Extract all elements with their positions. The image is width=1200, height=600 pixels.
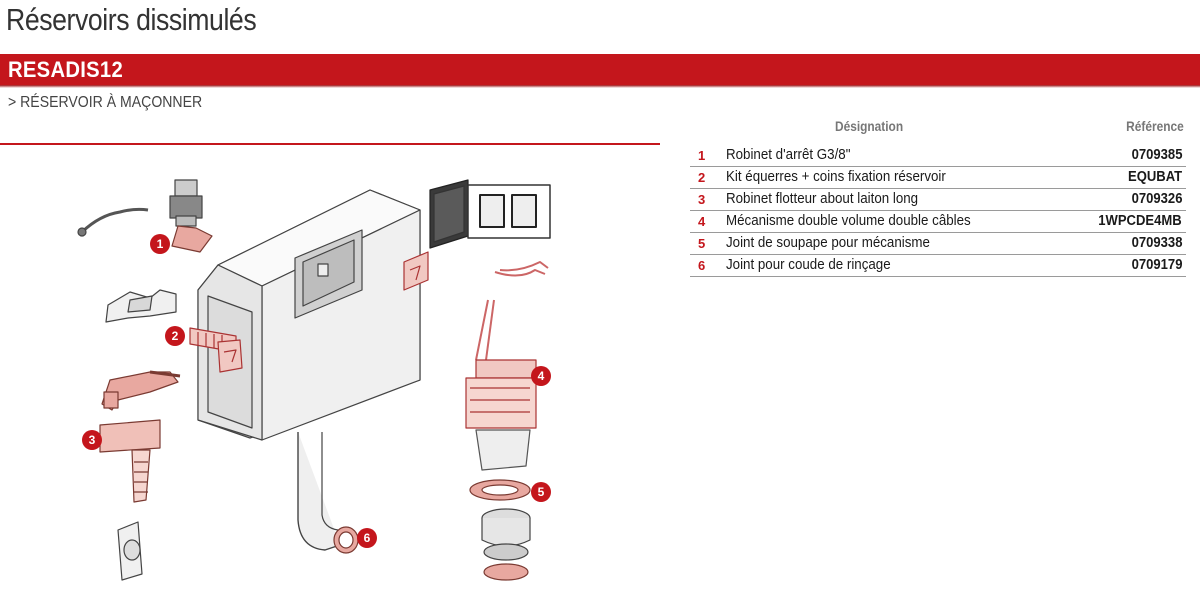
- part-number: 4: [698, 214, 706, 229]
- column-header-reference: Référence: [1126, 118, 1184, 134]
- flush-mechanism: [465, 261, 549, 471]
- part-reference: 0709179: [1131, 257, 1182, 273]
- right-bracket: [403, 251, 429, 291]
- part-reference: 0709385: [1131, 147, 1182, 163]
- svg-text:1: 1: [157, 237, 164, 251]
- callout-4: 4: [531, 366, 551, 386]
- part-designation: Robinet flotteur about laiton long: [726, 191, 919, 207]
- svg-text:4: 4: [538, 369, 545, 383]
- float-valve: [99, 370, 181, 503]
- part-designation: Kit équerres + coins fixation réservoir: [726, 169, 946, 185]
- callout-2: 2: [165, 326, 185, 346]
- table-row: 1 Robinet d'arrêt G3/8" 0709385: [690, 145, 1186, 167]
- page-title: Réservoirs dissimulés: [6, 2, 257, 37]
- table-row: 6 Joint pour coude de rinçage 0709179: [690, 255, 1186, 277]
- table-row: 2 Kit équerres + coins fixation réservoi…: [690, 167, 1186, 189]
- column-header-designation: Désignation: [835, 118, 904, 134]
- part-reference: 1WPCDE4MB: [1098, 213, 1182, 229]
- fixing-angle-kit: [189, 327, 243, 373]
- part-number: 2: [698, 170, 706, 185]
- mounting-clip: [105, 289, 177, 323]
- cistern-body: [197, 189, 421, 441]
- callout-3: 3: [82, 430, 102, 450]
- exploded-view-diagram: 1 2 3 4 5 6: [77, 179, 551, 581]
- callout-1: 1: [150, 234, 170, 254]
- callout-6: 6: [357, 528, 377, 548]
- flush-plate-frame: [429, 179, 551, 249]
- stop-valve: [77, 179, 213, 253]
- section-divider: [0, 143, 660, 145]
- valve-seat: [481, 508, 531, 581]
- table-row: 4 Mécanisme double volume double câbles …: [690, 211, 1186, 233]
- part-designation: Joint pour coude de rinçage: [726, 257, 891, 273]
- model-banner: RESADIS12: [0, 54, 1200, 88]
- part-reference: 0709338: [1131, 235, 1182, 251]
- part-number: 5: [698, 236, 706, 251]
- parts-table: 1 Robinet d'arrêt G3/8" 0709385 2 Kit éq…: [690, 145, 1186, 277]
- svg-text:2: 2: [172, 329, 179, 343]
- svg-text:3: 3: [89, 433, 96, 447]
- part-reference: EQUBAT: [1127, 169, 1182, 185]
- table-row: 5 Joint de soupape pour mécanisme 070933…: [690, 233, 1186, 255]
- part-reference: 0709326: [1131, 191, 1182, 207]
- part-number: 3: [698, 192, 706, 207]
- table-row: 3 Robinet flotteur about laiton long 070…: [690, 189, 1186, 211]
- part-number: 1: [698, 148, 706, 163]
- bottom-clip: [117, 521, 143, 581]
- part-designation: Joint de soupape pour mécanisme: [726, 235, 930, 251]
- product-subtitle: > RÉSERVOIR À MAÇONNER: [8, 94, 203, 111]
- part-designation: Mécanisme double volume double câbles: [726, 213, 971, 229]
- svg-text:5: 5: [538, 485, 545, 499]
- valve-seal: [469, 479, 531, 501]
- callout-markers: 1 2 3 4 5 6: [82, 234, 551, 548]
- flush-pipe: [297, 432, 359, 554]
- part-designation: Robinet d'arrêt G3/8": [726, 147, 851, 163]
- model-code: RESADIS12: [8, 57, 123, 82]
- part-number: 6: [698, 258, 706, 273]
- callout-5: 5: [531, 482, 551, 502]
- svg-text:6: 6: [364, 531, 371, 545]
